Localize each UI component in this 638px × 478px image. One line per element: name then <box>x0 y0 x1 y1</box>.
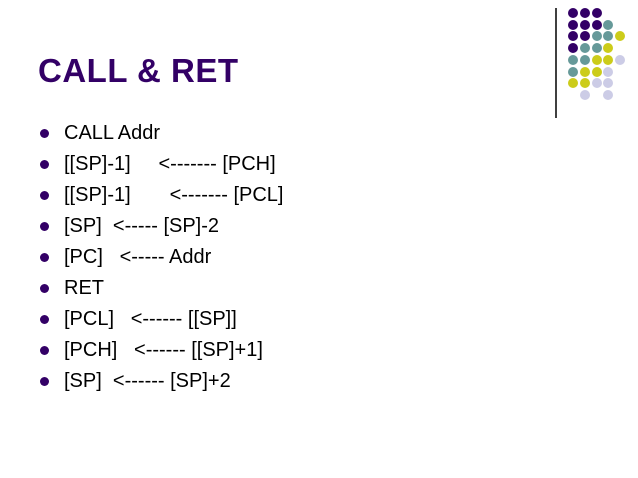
vertical-divider-line <box>555 8 557 118</box>
decorative-dot <box>579 54 590 65</box>
decorative-dot <box>579 78 590 89</box>
decorative-dot <box>568 78 578 89</box>
decorative-dot <box>591 19 602 30</box>
decorative-dot <box>579 31 590 42</box>
decorative-dot <box>579 19 590 30</box>
bullet-item: RET <box>40 273 283 304</box>
decorative-dot <box>591 43 602 54</box>
decorative-dot <box>603 31 614 42</box>
bullet-icon <box>40 346 49 355</box>
bullet-icon <box>40 253 49 262</box>
decorative-dot <box>579 8 590 18</box>
decorative-dot-grid <box>568 8 632 108</box>
bullet-icon <box>40 315 49 324</box>
bullet-icon <box>40 284 49 293</box>
bullet-text: [PCL] <------ [[SP]] <box>64 308 237 330</box>
decorative-dot <box>591 8 602 18</box>
decorative-dot <box>568 31 578 42</box>
decorative-dot <box>568 54 578 65</box>
decorative-dot <box>579 43 590 54</box>
decorative-dot <box>603 89 614 100</box>
bullet-item: [[SP]-1] <------- [PCL] <box>40 180 283 211</box>
bullet-text: [PCH] <------ [[SP]+1] <box>64 339 263 361</box>
decorative-dot <box>591 78 602 89</box>
bullet-text: [SP] <----- [SP]-2 <box>64 215 220 237</box>
decorative-dot <box>603 66 614 77</box>
bullet-item: [SP] <------ [SP]+2 <box>40 366 283 397</box>
decorative-dot <box>603 78 614 89</box>
bullet-text: [SP] <------ [SP]+2 <box>64 370 231 392</box>
bullet-text: [PC] <----- Addr <box>64 246 212 268</box>
bullet-item: [PC] <----- Addr <box>40 242 283 273</box>
decorative-dot <box>615 31 626 42</box>
decorative-dot <box>591 31 602 42</box>
bullet-icon <box>40 160 49 169</box>
decorative-dot <box>579 66 590 77</box>
decorative-dot <box>568 8 578 18</box>
bullet-item: [PCL] <------ [[SP]] <box>40 304 283 335</box>
bullet-item: CALL Addr <box>40 118 283 149</box>
bullet-text: RET <box>64 277 104 299</box>
decorative-dot <box>591 54 602 65</box>
bullet-text: CALL Addr <box>64 122 160 144</box>
decorative-dot <box>603 43 614 54</box>
decorative-dot <box>568 43 578 54</box>
bullet-item: [SP] <----- [SP]-2 <box>40 211 283 242</box>
bullet-list: CALL Addr [[SP]-1] <------- [PCH] [[SP]-1]… <box>40 118 283 397</box>
decorative-dot <box>579 89 590 100</box>
bullet-icon <box>40 222 49 231</box>
decorative-dot <box>568 66 578 77</box>
bullet-item: [PCH] <------ [[SP]+1] <box>40 335 283 366</box>
decorative-dot <box>603 19 614 30</box>
decorative-dot <box>568 19 578 30</box>
bullet-icon <box>40 377 49 386</box>
decorative-dot <box>591 66 602 77</box>
bullet-item: [[SP]-1] <------- [PCH] <box>40 149 283 180</box>
bullet-icon <box>40 129 49 138</box>
slide-title: CALL & RET <box>38 52 239 89</box>
bullet-icon <box>40 191 49 200</box>
bullet-text: [[SP]-1] <------- [PCH] <box>64 153 276 175</box>
decorative-dot <box>603 54 614 65</box>
decorative-dot <box>615 54 626 65</box>
bullet-text: [[SP]-1] <------- [PCL] <box>64 184 284 206</box>
